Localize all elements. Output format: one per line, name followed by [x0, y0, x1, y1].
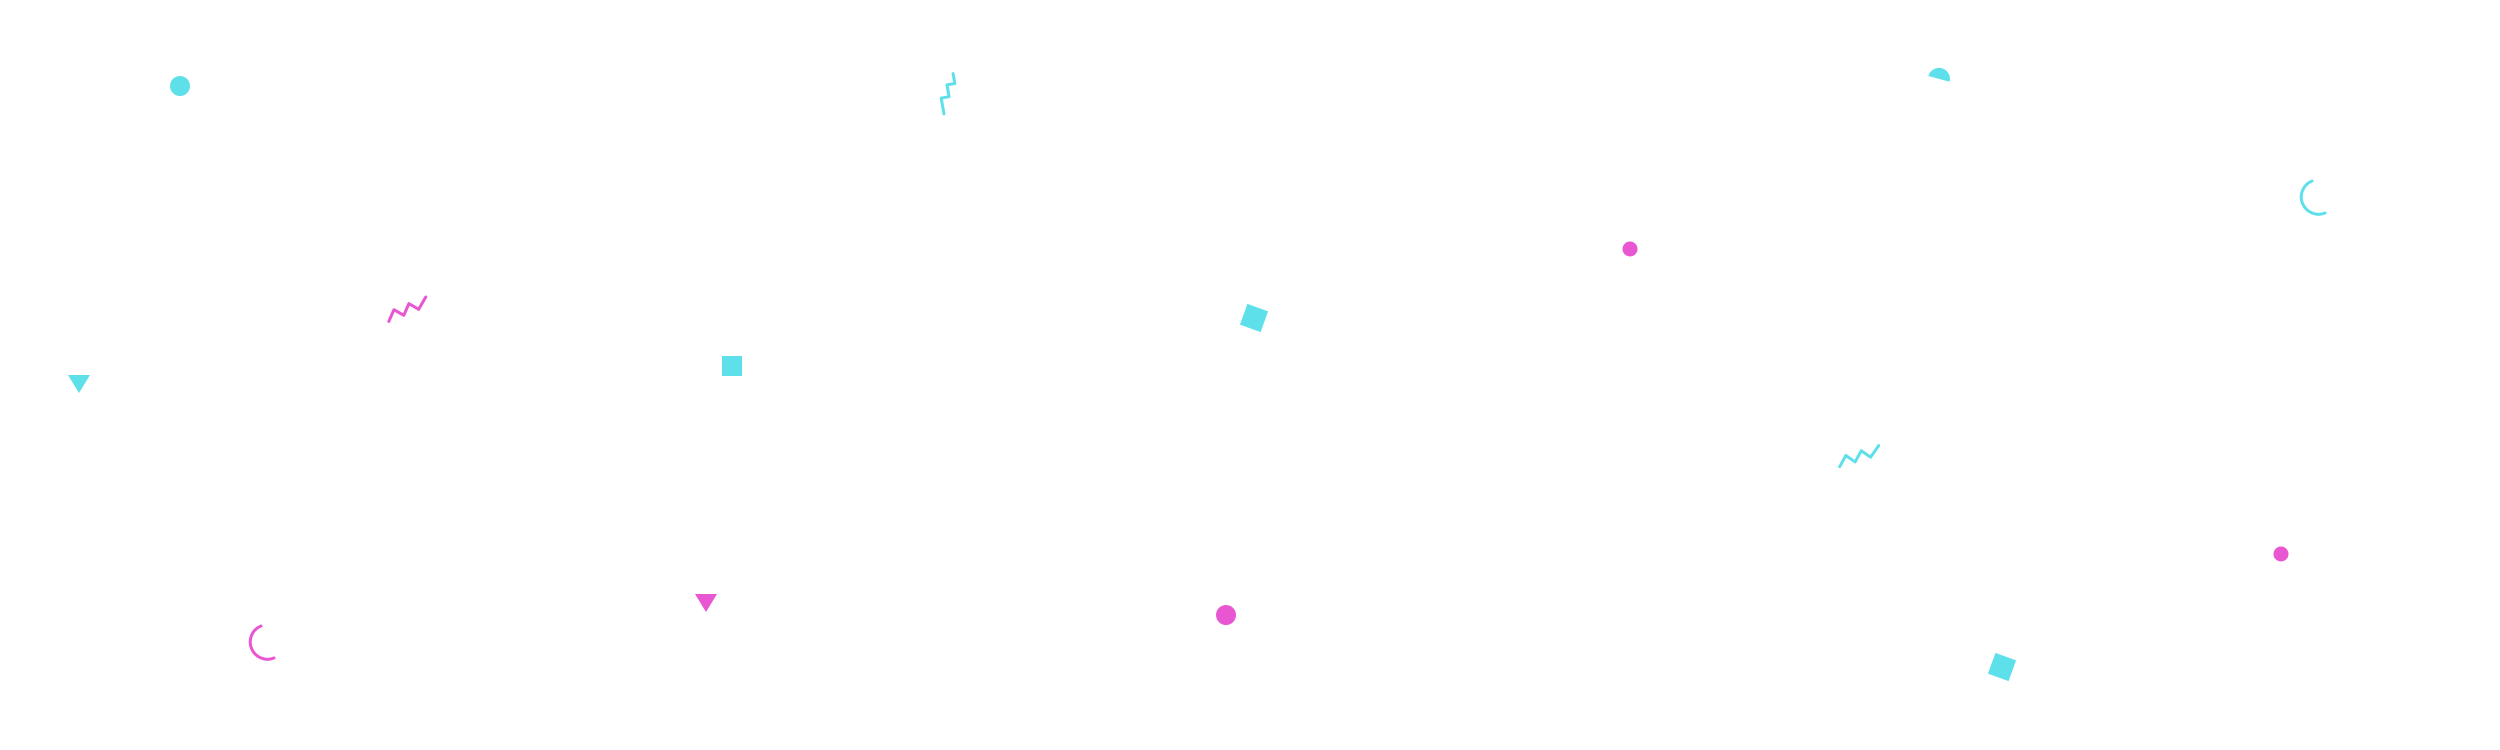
magenta-dot-shape [1622, 241, 1638, 257]
magenta-arc-shape [248, 624, 276, 661]
cyan-diamond-shape [1987, 652, 2017, 682]
magenta-zigzag-shape [387, 295, 428, 323]
cyan-half-circle-shape [1928, 67, 1950, 82]
magenta-dot-shape [2273, 546, 2289, 562]
cyan-diamond-shape [1239, 303, 1269, 333]
cyan-square-shape [722, 356, 742, 376]
cyan-zigzag-shape [1838, 444, 1881, 469]
cyan-circle-shape [170, 76, 190, 96]
cyan-arc-shape [2299, 179, 2327, 216]
cyan-triangle-shape [68, 375, 90, 393]
magenta-triangle-shape [695, 594, 717, 612]
magenta-circle-shape [1216, 605, 1236, 625]
cyan-zigzag-vertical-shape [939, 72, 957, 116]
